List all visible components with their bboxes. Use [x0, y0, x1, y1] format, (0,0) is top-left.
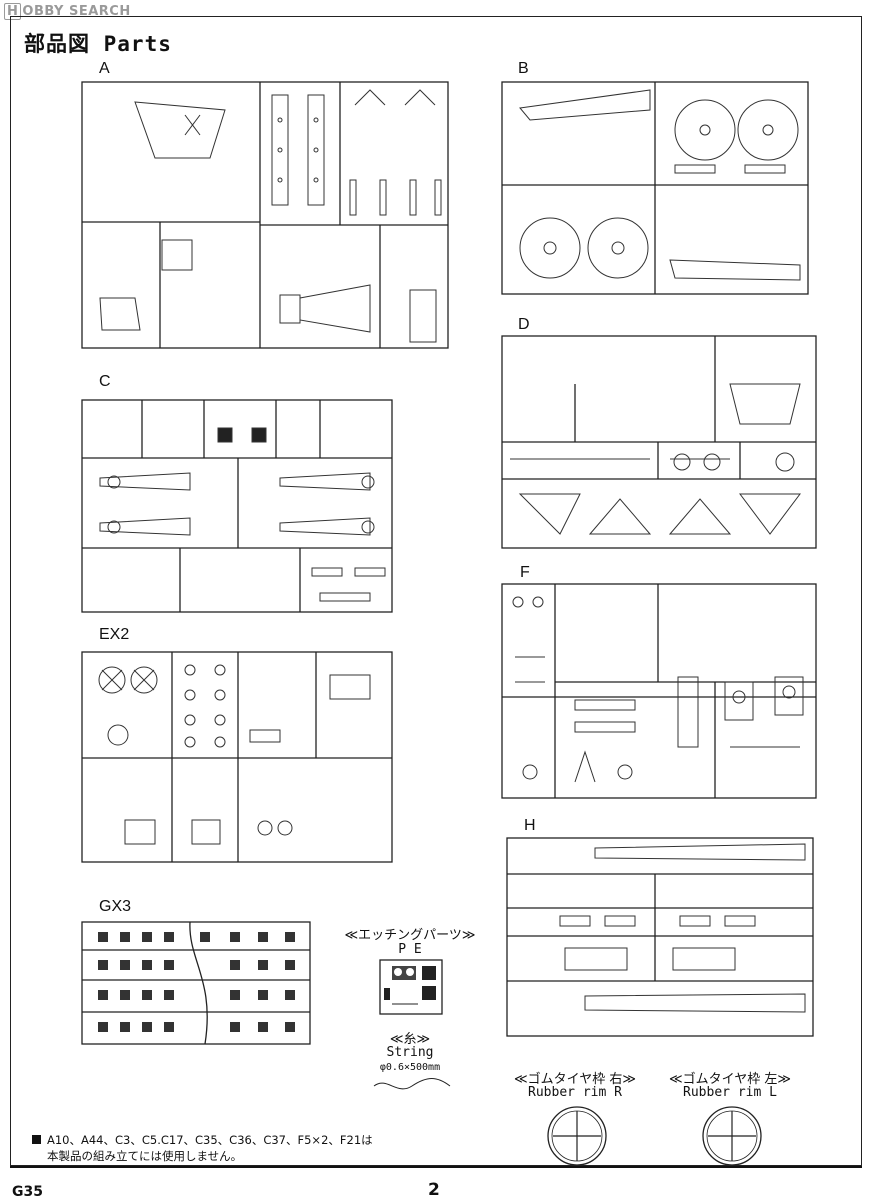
- page-title: 部品図 Parts: [24, 32, 172, 56]
- note-line-2: 本製品の組み立てには使用しません。: [47, 1149, 243, 1163]
- footer-page-number: 2: [428, 1180, 440, 1200]
- footer-rule: [10, 1166, 862, 1168]
- sprue-label-gx3: GX3: [99, 898, 132, 915]
- sprue-label-ex2: EX2: [99, 626, 130, 643]
- footer-product-code: G35: [12, 1184, 43, 1200]
- sprue-label-f: F: [520, 564, 530, 581]
- string-illustration: [372, 1076, 452, 1096]
- etching-sheet-diagram: [378, 958, 444, 1016]
- sprue-label-c: C: [99, 373, 111, 390]
- etching-title: ≪エッチングパーツ≫: [344, 928, 476, 943]
- sprue-label-a: A: [99, 60, 110, 77]
- string-dimension: φ0.6×500mm: [379, 1062, 441, 1073]
- sprue-c-diagram: [80, 398, 396, 616]
- bullet-square-icon: [32, 1135, 41, 1144]
- sprue-d-diagram: [500, 334, 818, 550]
- sprue-a-diagram: [80, 80, 452, 352]
- note-line-1: A10、A44、C3、C5.C17、C35、C36、C37、F5×2、F21は: [47, 1133, 373, 1147]
- rubber-rim-right-subtitle: Rubber rim R: [528, 1085, 622, 1100]
- rubber-rim-left-subtitle: Rubber rim L: [683, 1085, 777, 1100]
- rubber-rim-right-diagram: [545, 1104, 609, 1168]
- etching-subtitle: P E: [398, 942, 422, 957]
- sprue-label-b: B: [518, 60, 529, 77]
- unused-parts-note: A10、A44、C3、C5.C17、C35、C36、C37、F5×2、F21は …: [32, 1132, 373, 1164]
- rubber-rim-left-title: ≪ゴムタイヤ枠 左≫: [669, 1072, 791, 1087]
- sprue-ex2-diagram: [80, 650, 396, 866]
- string-subtitle: String: [386, 1045, 434, 1060]
- rubber-rim-right-title: ≪ゴムタイヤ枠 右≫: [514, 1072, 636, 1087]
- sprue-label-h: H: [524, 817, 536, 834]
- string-title: ≪糸≫: [389, 1032, 431, 1047]
- sprue-label-d: D: [518, 316, 530, 333]
- page-frame: [10, 16, 862, 1166]
- sprue-gx3-diagram: [80, 920, 312, 1048]
- rubber-rim-left-diagram: [700, 1104, 764, 1168]
- sprue-b-diagram: [500, 80, 812, 296]
- sprue-h-diagram: [505, 836, 817, 1040]
- sprue-f-diagram: [500, 582, 818, 800]
